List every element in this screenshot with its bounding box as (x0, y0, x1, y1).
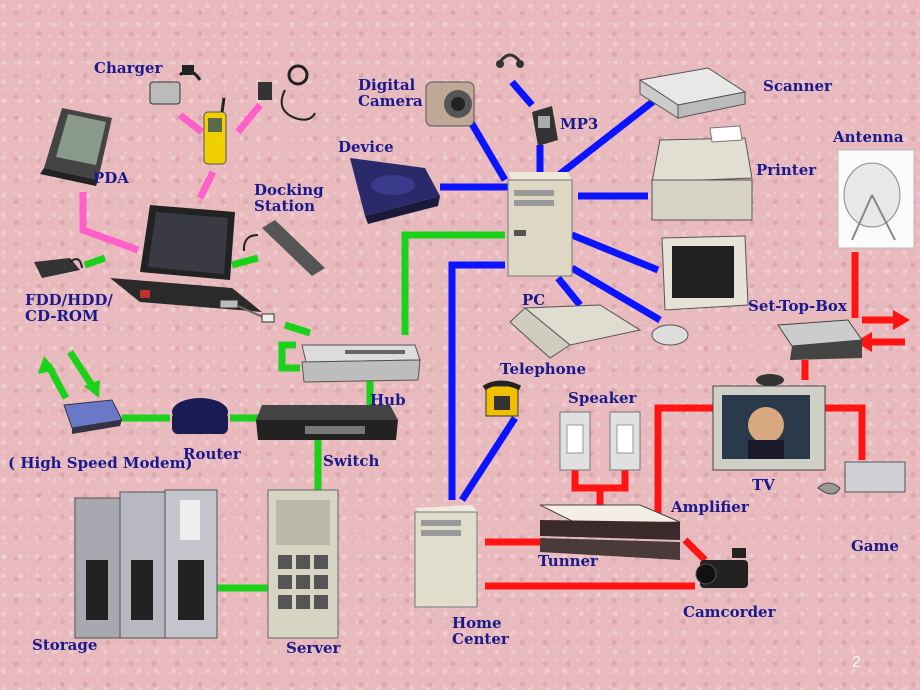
switch-icon (256, 405, 398, 440)
cable-icon (219, 299, 275, 323)
link-fdd-laptop (83, 254, 107, 269)
router-icon (172, 398, 228, 434)
home-center-icon (414, 505, 478, 608)
speaker-right-icon (609, 411, 641, 471)
docking-station-icon (242, 220, 325, 276)
label-antenna: Antenna (833, 128, 904, 146)
pink-links (79, 102, 263, 254)
label-server: Server (286, 639, 341, 657)
hub-icon (301, 344, 421, 383)
mouse-icon (651, 324, 689, 346)
label-device: Device (338, 138, 394, 156)
stb-arrowhead-in (855, 332, 872, 352)
link-monitor-pc (570, 231, 660, 274)
link-dock-laptop (231, 254, 259, 269)
device-icon (350, 158, 440, 224)
antenna-icon (837, 149, 915, 249)
label-camcorder: Camcorder (683, 603, 776, 621)
link-pc-hub (401, 231, 505, 335)
laptop-icon (110, 205, 262, 312)
speaker-left-icon (559, 411, 591, 471)
modem-arrowhead-up (38, 356, 56, 374)
cellphone-icon (203, 97, 227, 165)
set-top-box-icon (777, 319, 863, 360)
keyboard-icon (509, 304, 642, 359)
label-digital-camera: Digital Camera (358, 76, 423, 110)
label-speaker: Speaker (568, 389, 637, 407)
label-printer: Printer (756, 161, 817, 179)
digital-camera-icon (425, 81, 475, 127)
label-set-top-box: Set-Top-Box (748, 297, 847, 315)
camcorder-icon (695, 548, 748, 588)
scanner-icon (638, 67, 747, 119)
label-home-center: Home Center (452, 614, 509, 648)
label-pc: PC (522, 291, 546, 309)
link-amp-camcorder (682, 537, 708, 563)
label-pda: PDA (93, 169, 129, 187)
label-storage: Storage (32, 636, 98, 654)
label-tv: TV (752, 476, 775, 494)
blue-links (440, 79, 662, 502)
monitor-icon (661, 235, 749, 311)
link-keyboard-pc (555, 275, 583, 308)
game-console-icon (817, 461, 906, 495)
link-speakers (571, 470, 629, 492)
label-switch: Switch (323, 452, 380, 470)
telephone-icon (482, 380, 522, 417)
pda-icon (40, 108, 112, 186)
link-headset-phone (235, 102, 263, 135)
label-game: Game (851, 537, 899, 555)
link-phone-laptop (196, 170, 217, 200)
label-docking-station: Docking Station (254, 181, 324, 215)
link-tv-game (825, 404, 866, 460)
amplifier-icon (539, 504, 681, 560)
modem-icon (63, 399, 123, 434)
label-router: Router (183, 445, 241, 463)
charger-icon (149, 65, 202, 105)
red-links (485, 252, 905, 590)
stb-arrowhead-out (893, 310, 910, 330)
label-scanner: Scanner (763, 77, 832, 95)
link-hub-bracket (278, 341, 300, 372)
label-mp3: MP3 (560, 115, 599, 133)
mp3-player-icon (532, 106, 558, 146)
link-telephone-homecenter (459, 416, 518, 502)
fdd-drive-icon (34, 258, 83, 278)
label-amplifier: Amplifier (671, 498, 749, 516)
label-charger: Charger (94, 59, 163, 77)
modem-arrowhead-down (84, 380, 100, 398)
mp3-headset-icon (496, 53, 524, 68)
headset-icon (258, 64, 316, 121)
link-cable-hub (283, 321, 312, 337)
label-hub: Hub (370, 391, 406, 409)
pc-tower-icon (507, 172, 573, 277)
label-high-speed-modem: ( High Speed Modem) (8, 454, 193, 472)
label-telephone: Telephone (500, 360, 587, 378)
tv-icon (712, 374, 826, 471)
link-charger-phone (177, 112, 205, 135)
storage-icon (74, 489, 218, 639)
link-mouse-pc (570, 264, 662, 324)
printer-icon (651, 125, 753, 221)
link-headset-mp3 (509, 79, 535, 108)
server-icon (267, 489, 339, 639)
green-arrowheads (38, 356, 100, 398)
label-tunner: Tunner (538, 552, 598, 570)
link-pda-laptop (79, 192, 140, 254)
red-arrowheads (855, 310, 910, 352)
link-scanner-pc (552, 97, 658, 181)
link-amp-tv (654, 404, 715, 525)
link-pc-homecenter (448, 261, 505, 500)
page-number: 2 (852, 654, 861, 671)
label-fdd-hdd-cdrom: FDD/HDD/ CD-ROM (25, 291, 113, 325)
